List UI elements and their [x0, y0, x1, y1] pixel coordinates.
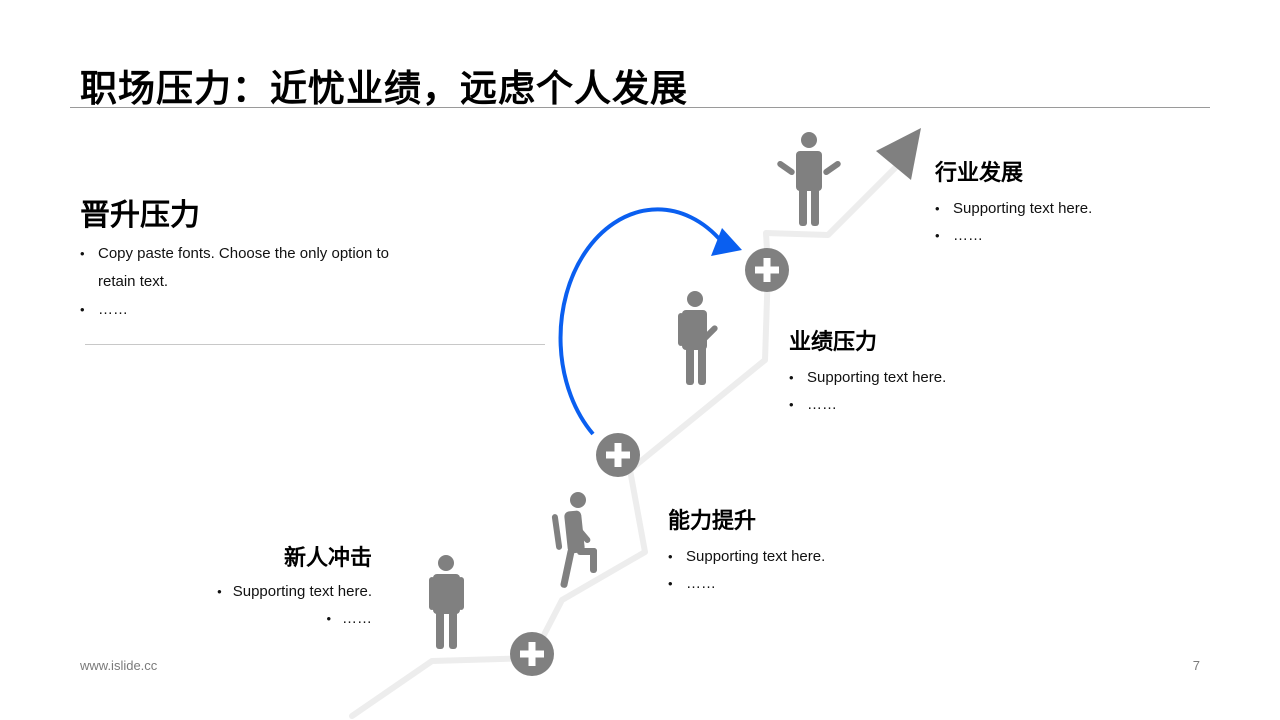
promotion-arrowhead-icon [711, 228, 742, 256]
standing-person-icon [429, 555, 464, 649]
bullet-item: Supporting text here. [935, 195, 1155, 222]
section-heading: 能力提升 [668, 509, 757, 534]
bullet-item: Supporting text here. [789, 364, 1009, 391]
newcomer-impact-block: 新人冲击 • Supporting text here. • …… [200, 540, 372, 632]
section-heading: 业绩压力 [789, 330, 878, 355]
bullet-dot-icon: • [326, 611, 331, 626]
section-divider [85, 344, 545, 345]
page-number: 7 [1192, 658, 1200, 673]
bullet-item: …… [80, 296, 430, 324]
performance-pressure-block: 业绩压力 Supporting text here. …… [789, 324, 1009, 418]
bullet-text: Supporting text here. [232, 583, 372, 600]
section-heading: 行业发展 [935, 161, 1024, 186]
bullet-item: …… [668, 570, 888, 597]
industry-development-block: 行业发展 Supporting text here. …… [935, 155, 1155, 249]
ability-improvement-block: 能力提升 Supporting text here. …… [668, 503, 888, 597]
shrugging-person-icon [777, 132, 841, 226]
plus-node-icon [510, 632, 554, 676]
bullet-item: • …… [200, 605, 372, 632]
bullet-list: Copy paste fonts. Choose the only option… [80, 240, 430, 324]
bullet-item: …… [935, 222, 1155, 249]
footer-website: www.islide.cc [80, 658, 158, 673]
pointing-person-icon [678, 291, 718, 385]
section-heading: 晋升压力 [80, 198, 200, 233]
bullet-item: …… [789, 391, 1009, 418]
bullet-item: Supporting text here. [668, 543, 888, 570]
title-divider [70, 107, 1210, 108]
bullet-item: Copy paste fonts. Choose the only option… [80, 240, 430, 296]
bullet-text: …… [342, 610, 372, 627]
bullet-list: Supporting text here. …… [668, 543, 888, 597]
section-heading: 新人冲击 [283, 546, 372, 571]
bullet-list: Supporting text here. …… [935, 195, 1155, 249]
promotion-pressure-block: 晋升压力 Copy paste fonts. Choose the only o… [80, 190, 430, 324]
plus-node-icon [596, 433, 640, 477]
page-title: 职场压力：近忧业绩，远虑个人发展 [80, 67, 688, 110]
promotion-curve-arrow [558, 207, 724, 436]
bullet-list: Supporting text here. …… [789, 364, 1009, 418]
bullet-list: • Supporting text here. • …… [200, 578, 372, 632]
plus-node-icon [745, 248, 789, 292]
walking-person-icon [551, 492, 597, 588]
career-path-arrowhead-icon [876, 128, 921, 180]
bullet-dot-icon: • [217, 584, 222, 599]
bullet-item: • Supporting text here. [200, 578, 372, 605]
